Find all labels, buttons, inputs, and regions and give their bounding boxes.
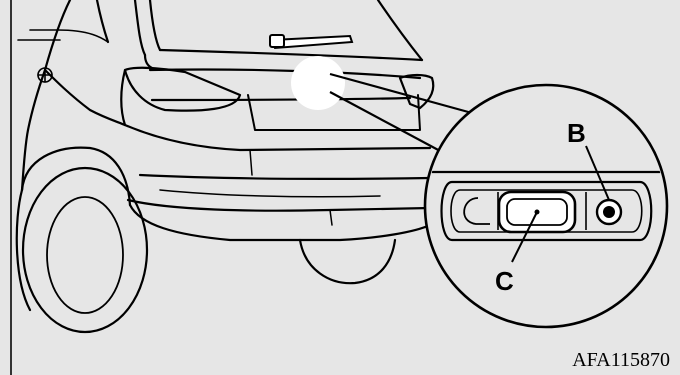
figure-code: AFA115870 <box>572 349 670 371</box>
rear-door-edge <box>97 0 108 42</box>
rear-wiper <box>270 35 352 48</box>
car-body <box>17 0 434 332</box>
label-c: C <box>495 266 514 296</box>
switch-location-highlight <box>291 56 345 110</box>
zoom-detail: B C <box>425 85 670 327</box>
label-b: B <box>567 118 586 148</box>
